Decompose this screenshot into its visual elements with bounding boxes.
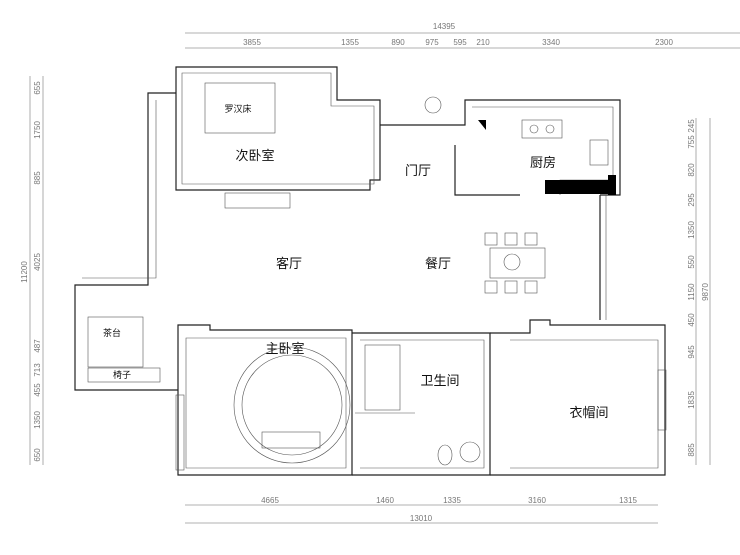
toilet-icon [437, 444, 453, 466]
shower-icon [364, 344, 401, 411]
dim-left: 650 [33, 448, 42, 462]
walls [74, 66, 667, 476]
dim-bottom-total: 13010 [410, 514, 433, 523]
label-living-room: 客厅 [276, 256, 302, 272]
dim-right: 450 [687, 313, 696, 327]
basin-icon [459, 441, 481, 463]
dim-left: 487 [33, 339, 42, 353]
dim-bottom: 1335 [443, 496, 461, 505]
tea-table-icon [87, 316, 144, 368]
dim-right: 295 [687, 193, 696, 207]
label-master-bedroom: 主卧室 [265, 341, 304, 357]
left-dimensions: 11200 655 1750 885 4025 487 713 455 1350… [20, 76, 44, 465]
chair-icon [87, 367, 161, 383]
dim-left: 4025 [33, 253, 42, 271]
luohan-bed-icon [204, 82, 276, 134]
label-bathroom: 卫生间 [420, 374, 459, 389]
window [657, 369, 667, 431]
round-bed-icon [233, 346, 351, 464]
dim-right: 755 [687, 135, 696, 149]
dim-top: 2300 [655, 38, 673, 47]
dim-bottom: 4665 [261, 496, 279, 505]
dining-table-icon [489, 247, 546, 279]
sink-icon [589, 139, 609, 166]
label-foyer: 门厅 [405, 164, 431, 179]
dim-right: 1150 [687, 283, 696, 301]
plant-icon [424, 96, 442, 114]
dim-top: 3855 [243, 38, 261, 47]
stove-icon [521, 119, 563, 139]
dim-right: 945 [687, 345, 696, 359]
dim-bottom: 3160 [528, 496, 546, 505]
dim-left: 655 [33, 81, 42, 95]
bottom-dimensions: 4665 1460 1335 3160 1315 13010 [185, 496, 658, 524]
dim-left: 1350 [33, 411, 42, 429]
dim-right: 885 [687, 443, 696, 457]
label-luohan-bed: 罗汉床 [224, 103, 251, 115]
dim-right: 245 [687, 119, 696, 133]
dim-right: 550 [687, 255, 696, 269]
right-dimensions: 9870 245 755 820 295 1350 550 1150 450 9… [687, 118, 711, 465]
bed-bench-icon [261, 431, 321, 449]
kitchen-solid-wall [545, 180, 615, 194]
dim-bottom: 1315 [619, 496, 637, 505]
label-chair: 椅子 [113, 369, 131, 381]
label-kitchen: 厨房 [530, 155, 556, 171]
dim-right: 820 [687, 163, 696, 177]
dim-top: 210 [476, 38, 490, 47]
dim-top: 1355 [341, 38, 359, 47]
dim-left-total: 11200 [20, 261, 29, 283]
kitchen-corner [478, 120, 486, 130]
tv-cabinet-icon [224, 192, 291, 209]
window [175, 394, 185, 471]
label-tea-table: 茶台 [103, 327, 121, 339]
dim-top-total: 14395 [433, 22, 456, 31]
label-dining-room: 餐厅 [425, 256, 451, 272]
dim-right: 1835 [687, 391, 696, 409]
dim-left: 1750 [33, 121, 42, 139]
room-labels: 罗汉床 次卧室 门厅 厨房 客厅 餐厅 茶台 椅子 主卧室 卫生间 衣帽间 [103, 103, 609, 421]
label-second-bedroom: 次卧室 [235, 148, 274, 164]
label-cloakroom: 衣帽间 [569, 405, 608, 421]
dim-top: 975 [425, 38, 439, 47]
dim-bottom: 1460 [376, 496, 394, 505]
dim-right-total: 9870 [701, 283, 710, 301]
dim-left: 455 [33, 383, 42, 397]
top-dimensions: 14395 3855 1355 890 975 595 210 3340 230… [185, 22, 740, 49]
dim-right: 1350 [687, 221, 696, 239]
dim-top: 3340 [542, 38, 560, 47]
dim-left: 713 [33, 363, 42, 377]
dim-top: 595 [453, 38, 467, 47]
kitchen-solid-wall [608, 175, 616, 195]
dim-top: 890 [391, 38, 405, 47]
dim-left: 885 [33, 171, 42, 185]
